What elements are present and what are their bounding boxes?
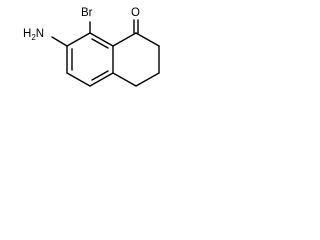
bond-c1-c2 <box>135 32 160 47</box>
bond-c8-c8a <box>89 32 114 47</box>
bond-c7-c8 <box>66 32 91 47</box>
atom-label-bromine: Br <box>81 7 93 19</box>
amine-n-label: N <box>36 28 44 40</box>
bond-c4a-c5 <box>89 72 114 87</box>
chemical-structure: Br O H2N <box>23 7 160 87</box>
bond-lines <box>51 19 160 87</box>
double-bond-c4a-c5-inner <box>91 70 109 81</box>
atom-label-oxygen: O <box>131 7 140 19</box>
atom-labels: Br O H2N <box>23 7 140 42</box>
bond-c4-c4a <box>112 72 137 87</box>
bond-c8a-c1 <box>112 32 137 47</box>
amine-h-count: 2 <box>31 33 36 42</box>
bond-c5-c6 <box>66 72 91 87</box>
atom-label-amine: H2N <box>23 28 44 42</box>
double-bond-c8-c8a-inner <box>91 38 109 49</box>
bond-c3-c4 <box>135 72 160 87</box>
bond-c7-n <box>51 36 68 47</box>
amine-h-label: H <box>23 28 31 40</box>
